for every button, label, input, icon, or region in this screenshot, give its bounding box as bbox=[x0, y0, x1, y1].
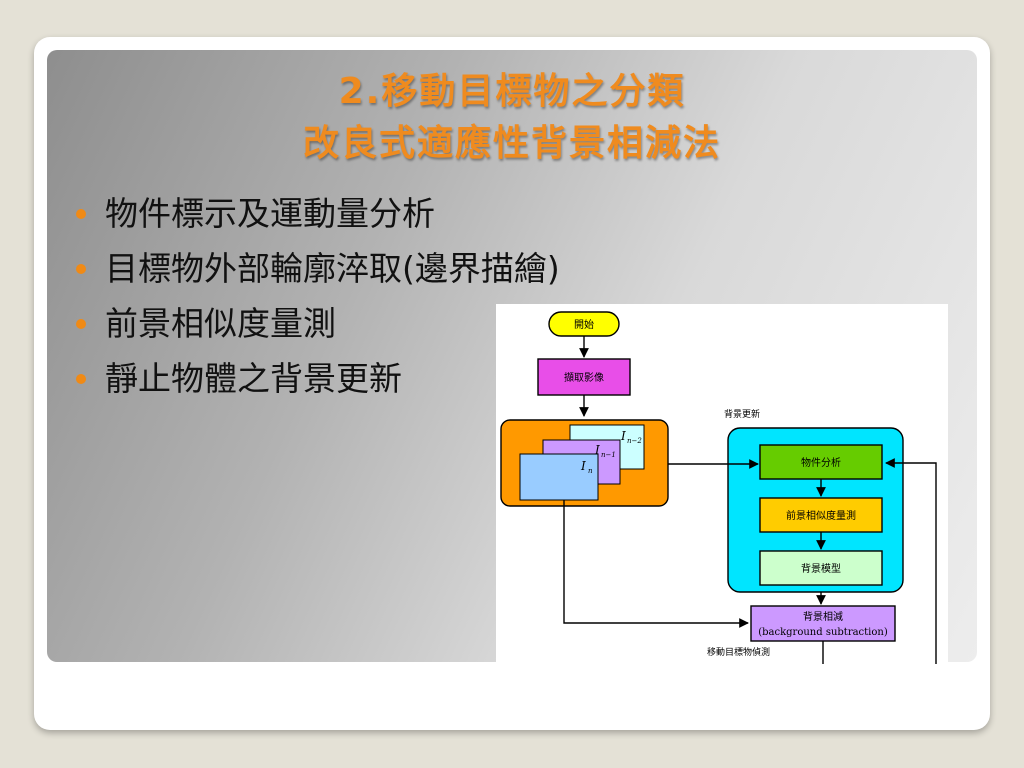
frame-n: I n bbox=[519, 453, 599, 501]
arrow-feedback-to-analysis bbox=[885, 458, 937, 664]
flowchart-figure: 開始 擷取影像 I n−2 I n−1 I n 背景更新 物件分析 bbox=[496, 304, 948, 664]
subtraction-label-en: (background subtraction) bbox=[758, 627, 888, 638]
background-model-node: 背景模型 bbox=[759, 550, 883, 586]
subtraction-label-cn: 背景相減 bbox=[803, 610, 843, 623]
detection-label: 移動目標物偵測 bbox=[707, 646, 770, 658]
svg-text:I: I bbox=[580, 459, 586, 473]
slide-title-line-1: 2.移動目標物之分類 bbox=[338, 71, 686, 112]
object-analysis-node: 物件分析 bbox=[759, 444, 883, 480]
bullet-item: 靜止物體之背景更新 bbox=[76, 357, 560, 412]
start-node: 開始 bbox=[548, 311, 620, 337]
svg-text:n−1: n−1 bbox=[601, 451, 616, 459]
bullet-item: 前景相似度量測 bbox=[76, 302, 560, 357]
background-update-label: 背景更新 bbox=[724, 408, 760, 420]
object-analysis-label: 物件分析 bbox=[801, 456, 841, 469]
capture-label: 擷取影像 bbox=[564, 371, 604, 384]
start-label: 開始 bbox=[574, 318, 594, 331]
svg-text:n−2: n−2 bbox=[627, 437, 642, 445]
bullet-item: 目標物外部輪廓淬取(邊界描繪) bbox=[76, 247, 560, 302]
svg-text:I: I bbox=[594, 443, 600, 457]
svg-text:n: n bbox=[588, 467, 593, 475]
bullet-list: 物件標示及運動量分析 目標物外部輪廓淬取(邊界描繪) 前景相似度量測 靜止物體之… bbox=[76, 192, 560, 412]
slide-title-line-2: 改良式適應性背景相減法 bbox=[302, 123, 721, 164]
background-model-label: 背景模型 bbox=[801, 562, 841, 575]
capture-node: 擷取影像 bbox=[537, 358, 631, 396]
background-subtraction-node: 背景相減 (background subtraction) bbox=[750, 605, 896, 642]
svg-text:I: I bbox=[620, 429, 626, 443]
arrow-frames-to-subtraction bbox=[563, 500, 749, 628]
similarity-node: 前景相似度量測 bbox=[759, 497, 883, 533]
bullet-item: 物件標示及運動量分析 bbox=[76, 192, 560, 247]
similarity-label: 前景相似度量測 bbox=[786, 509, 856, 522]
frame-stack-container: I n−2 I n−1 I n bbox=[500, 419, 669, 507]
